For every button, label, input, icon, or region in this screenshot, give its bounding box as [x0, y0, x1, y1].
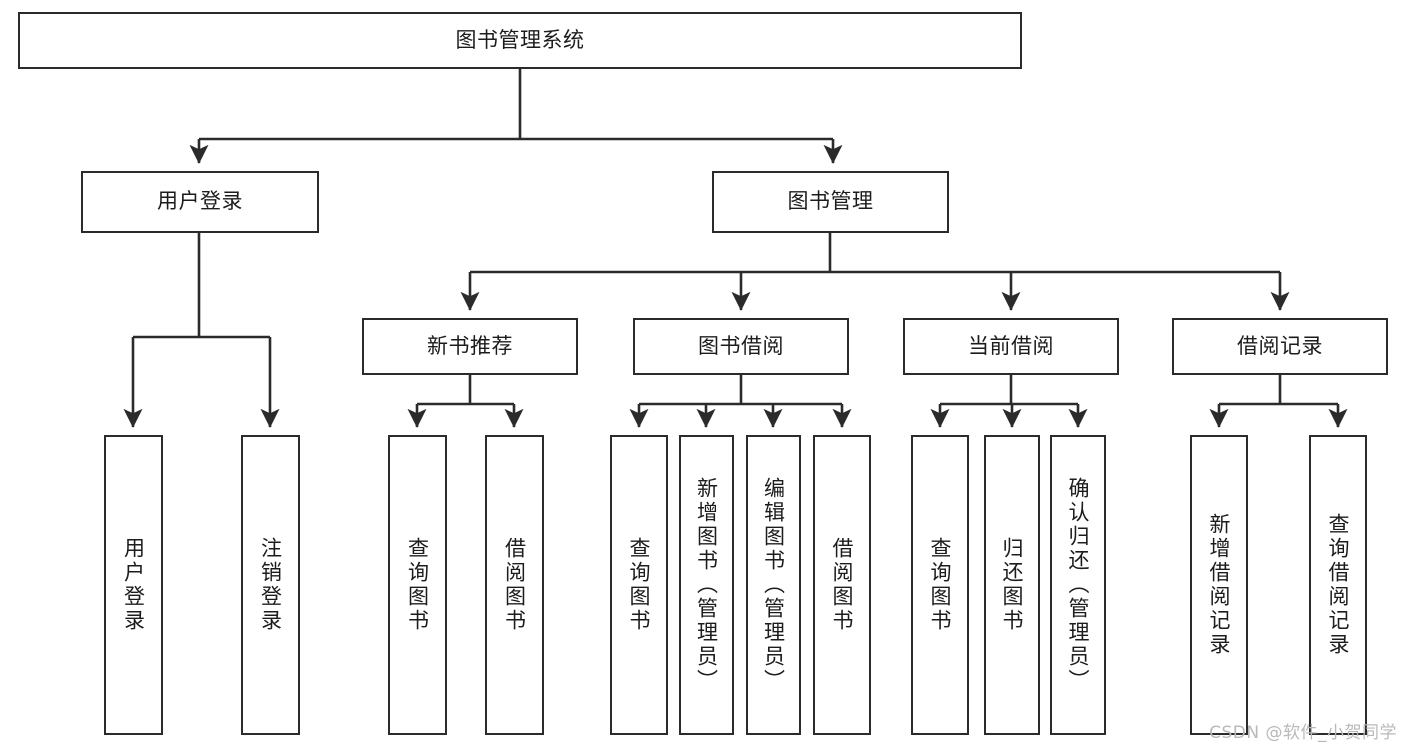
node-label: 注销登录	[258, 537, 283, 633]
node-borrow-record[interactable]: 借阅记录	[1172, 318, 1388, 375]
node-label: 查询图书	[405, 537, 430, 633]
leaf-borrow-book[interactable]: 借阅图书	[813, 435, 871, 735]
node-label: 查询借阅记录	[1326, 513, 1351, 657]
leaf-add-borrow-record[interactable]: 新增借阅记录	[1190, 435, 1248, 735]
leaf-add-book-admin[interactable]: 新增图书（管理员）	[679, 435, 734, 735]
node-label: 借阅图书	[502, 537, 527, 633]
node-label: 确认归还（管理员）	[1066, 477, 1091, 693]
csdn-watermark: CSDN @软件_小贺同学	[1209, 723, 1397, 743]
leaf-new-book-borrow[interactable]: 借阅图书	[485, 435, 544, 735]
leaf-borrow-query-book[interactable]: 查询图书	[610, 435, 668, 735]
node-label: 图书管理	[787, 189, 874, 214]
node-label: 用户登录	[157, 189, 243, 214]
node-label: 用户登录	[121, 537, 146, 633]
node-label: 新增借阅记录	[1207, 513, 1232, 657]
node-root-book-management-system[interactable]: 图书管理系统	[18, 12, 1022, 69]
node-label: 查询图书	[928, 537, 953, 633]
leaf-current-query-book[interactable]: 查询图书	[911, 435, 969, 735]
node-user-login[interactable]: 用户登录	[81, 171, 319, 233]
node-label: 新增图书（管理员）	[694, 477, 719, 693]
node-current-borrow[interactable]: 当前借阅	[903, 318, 1119, 375]
leaf-confirm-return-admin[interactable]: 确认归还（管理员）	[1050, 435, 1106, 735]
node-label: 当前借阅	[968, 333, 1054, 358]
node-label: 借阅图书	[830, 537, 855, 633]
leaf-edit-book-admin[interactable]: 编辑图书（管理员）	[746, 435, 801, 735]
node-label: 编辑图书（管理员）	[761, 477, 786, 693]
node-label: 图书管理系统	[455, 27, 585, 52]
leaf-user-logout[interactable]: 注销登录	[241, 435, 300, 735]
leaf-query-borrow-record[interactable]: 查询借阅记录	[1309, 435, 1367, 735]
node-book-borrow[interactable]: 图书借阅	[633, 318, 849, 375]
node-label: 图书借阅	[698, 333, 784, 358]
node-label: 归还图书	[1000, 537, 1025, 633]
node-book-management[interactable]: 图书管理	[712, 171, 949, 233]
node-label: 查询图书	[627, 537, 652, 633]
leaf-user-login[interactable]: 用户登录	[104, 435, 163, 735]
node-label: 借阅记录	[1237, 333, 1323, 358]
leaf-return-book[interactable]: 归还图书	[984, 435, 1040, 735]
leaf-new-book-query[interactable]: 查询图书	[388, 435, 447, 735]
node-new-book-recommend[interactable]: 新书推荐	[362, 318, 578, 375]
node-label: 新书推荐	[427, 333, 513, 358]
